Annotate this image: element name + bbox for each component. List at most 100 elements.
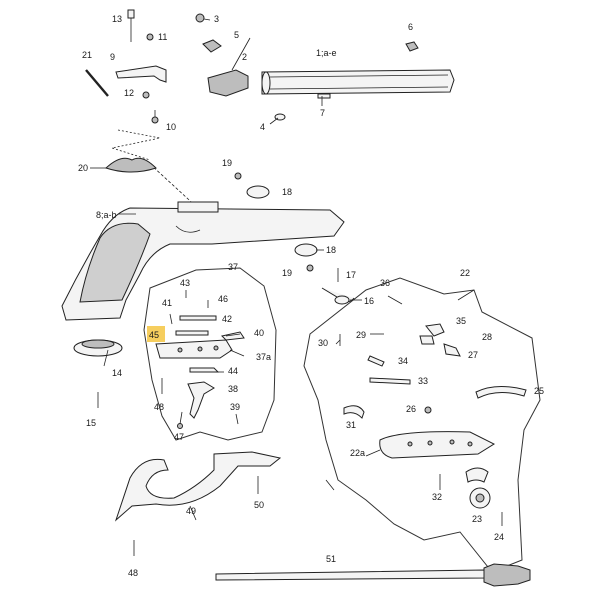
- part-39-pin: [235, 413, 239, 425]
- label-7: 7: [320, 108, 325, 118]
- part-41-pin: [169, 313, 173, 325]
- label-18a: 18: [282, 187, 292, 197]
- label-13: 13: [112, 14, 122, 24]
- part-33-spring: [369, 377, 411, 385]
- part-8-stock: [61, 201, 345, 321]
- label-16: 16: [364, 296, 374, 306]
- label-24: 24: [494, 532, 504, 542]
- label-41: 41: [162, 298, 172, 308]
- label-35: 35: [456, 316, 466, 326]
- part-35-tumbler: [425, 323, 445, 337]
- label-1ae: 1;a-e: [316, 48, 337, 58]
- label-19b: 19: [282, 268, 292, 278]
- label-39: 39: [230, 402, 240, 412]
- label-45: 45: [149, 330, 159, 340]
- part-38-hammer: [187, 381, 215, 419]
- part-16-hook: [321, 287, 355, 305]
- label-46: 46: [218, 294, 228, 304]
- label-27: 27: [468, 350, 478, 360]
- label-17: 17: [346, 270, 356, 280]
- part-2-breech: [207, 69, 249, 97]
- label-15: 15: [86, 418, 96, 428]
- part-10-screw: [151, 110, 159, 124]
- part-49-trigger-guard: [114, 451, 282, 522]
- highlight-45: [147, 326, 165, 342]
- part-hammer-right: [465, 467, 489, 483]
- part-18-escutcheon-upper: [246, 185, 270, 199]
- label-8ab: 8;a-b: [96, 210, 117, 220]
- label-28: 28: [482, 332, 492, 342]
- label-3: 3: [214, 14, 219, 24]
- part-36-pin: [387, 295, 403, 305]
- label-29: 29: [356, 330, 366, 340]
- label-20: 20: [78, 163, 88, 173]
- label-6: 6: [408, 22, 413, 32]
- label-22a: 22a: [350, 448, 365, 458]
- label-23: 23: [472, 514, 482, 524]
- part-3-screw: [195, 13, 211, 23]
- label-47: 47: [174, 432, 184, 442]
- part-13-screw: [127, 9, 135, 42]
- label-25: 25: [534, 386, 544, 396]
- label-38: 38: [228, 384, 238, 394]
- part-44-bridle: [189, 367, 220, 373]
- part-19-screw-upper: [234, 172, 242, 180]
- label-48a: 48: [154, 402, 164, 412]
- label-37: 37: [228, 262, 238, 272]
- part-6-sight: [405, 41, 419, 52]
- part-1-barrel: [261, 69, 455, 99]
- label-43: 43: [180, 278, 190, 288]
- label-31: 31: [346, 420, 356, 430]
- part-19-screw-lower: [306, 264, 314, 272]
- label-18b: 18: [326, 245, 336, 255]
- part-45-sear: [175, 330, 209, 336]
- label-42: 42: [222, 314, 232, 324]
- part-51-ramrod: [215, 563, 531, 587]
- part-9-tang: [115, 65, 167, 83]
- label-21: 21: [82, 50, 92, 60]
- label-44: 44: [228, 366, 238, 376]
- label-37a: 37a: [256, 352, 271, 362]
- label-33: 33: [418, 376, 428, 386]
- part-31-hook: [343, 405, 365, 419]
- label-30: 30: [318, 338, 328, 348]
- part-5-nipple: [202, 39, 222, 53]
- label-49: 49: [186, 506, 196, 516]
- part-labels: 13 3 11 5 6 21 9 2 1;a-e 12 7 4 10 20 19…: [78, 14, 544, 578]
- leader-lines: [90, 37, 475, 521]
- part-37a-lockplate: [155, 339, 233, 359]
- label-32: 32: [432, 492, 442, 502]
- part-26-screw: [424, 406, 432, 414]
- part-18-escutcheon-lower: [294, 243, 318, 257]
- label-4: 4: [260, 122, 265, 132]
- part-12-screw: [142, 91, 150, 99]
- part-14-cap: [73, 339, 123, 357]
- label-50: 50: [254, 500, 264, 510]
- label-19a: 19: [222, 158, 232, 168]
- label-40: 40: [254, 328, 264, 338]
- label-12: 12: [124, 88, 134, 98]
- label-48b: 48: [128, 568, 138, 578]
- label-14: 14: [112, 368, 122, 378]
- part-21-pin: [85, 69, 109, 97]
- label-10: 10: [166, 122, 176, 132]
- part-47-screw: [177, 411, 183, 429]
- group-22-outline: [303, 277, 541, 573]
- part-42-spring: [179, 315, 217, 321]
- part-25-mainspring: [475, 386, 527, 399]
- label-2: 2: [242, 52, 247, 62]
- label-26: 26: [406, 404, 416, 414]
- part-23-tumbler: [469, 487, 491, 509]
- part-22a-lockplate: [379, 431, 496, 459]
- part-11-screw: [146, 33, 154, 41]
- label-36: 36: [380, 278, 390, 288]
- part-27-hook: [443, 343, 461, 357]
- label-51: 51: [326, 554, 336, 564]
- label-9: 9: [110, 52, 115, 62]
- part-28-screw: [419, 335, 435, 345]
- label-22: 22: [460, 268, 470, 278]
- label-11: 11: [158, 32, 167, 42]
- label-5: 5: [234, 30, 239, 40]
- part-20-plate: [105, 157, 157, 173]
